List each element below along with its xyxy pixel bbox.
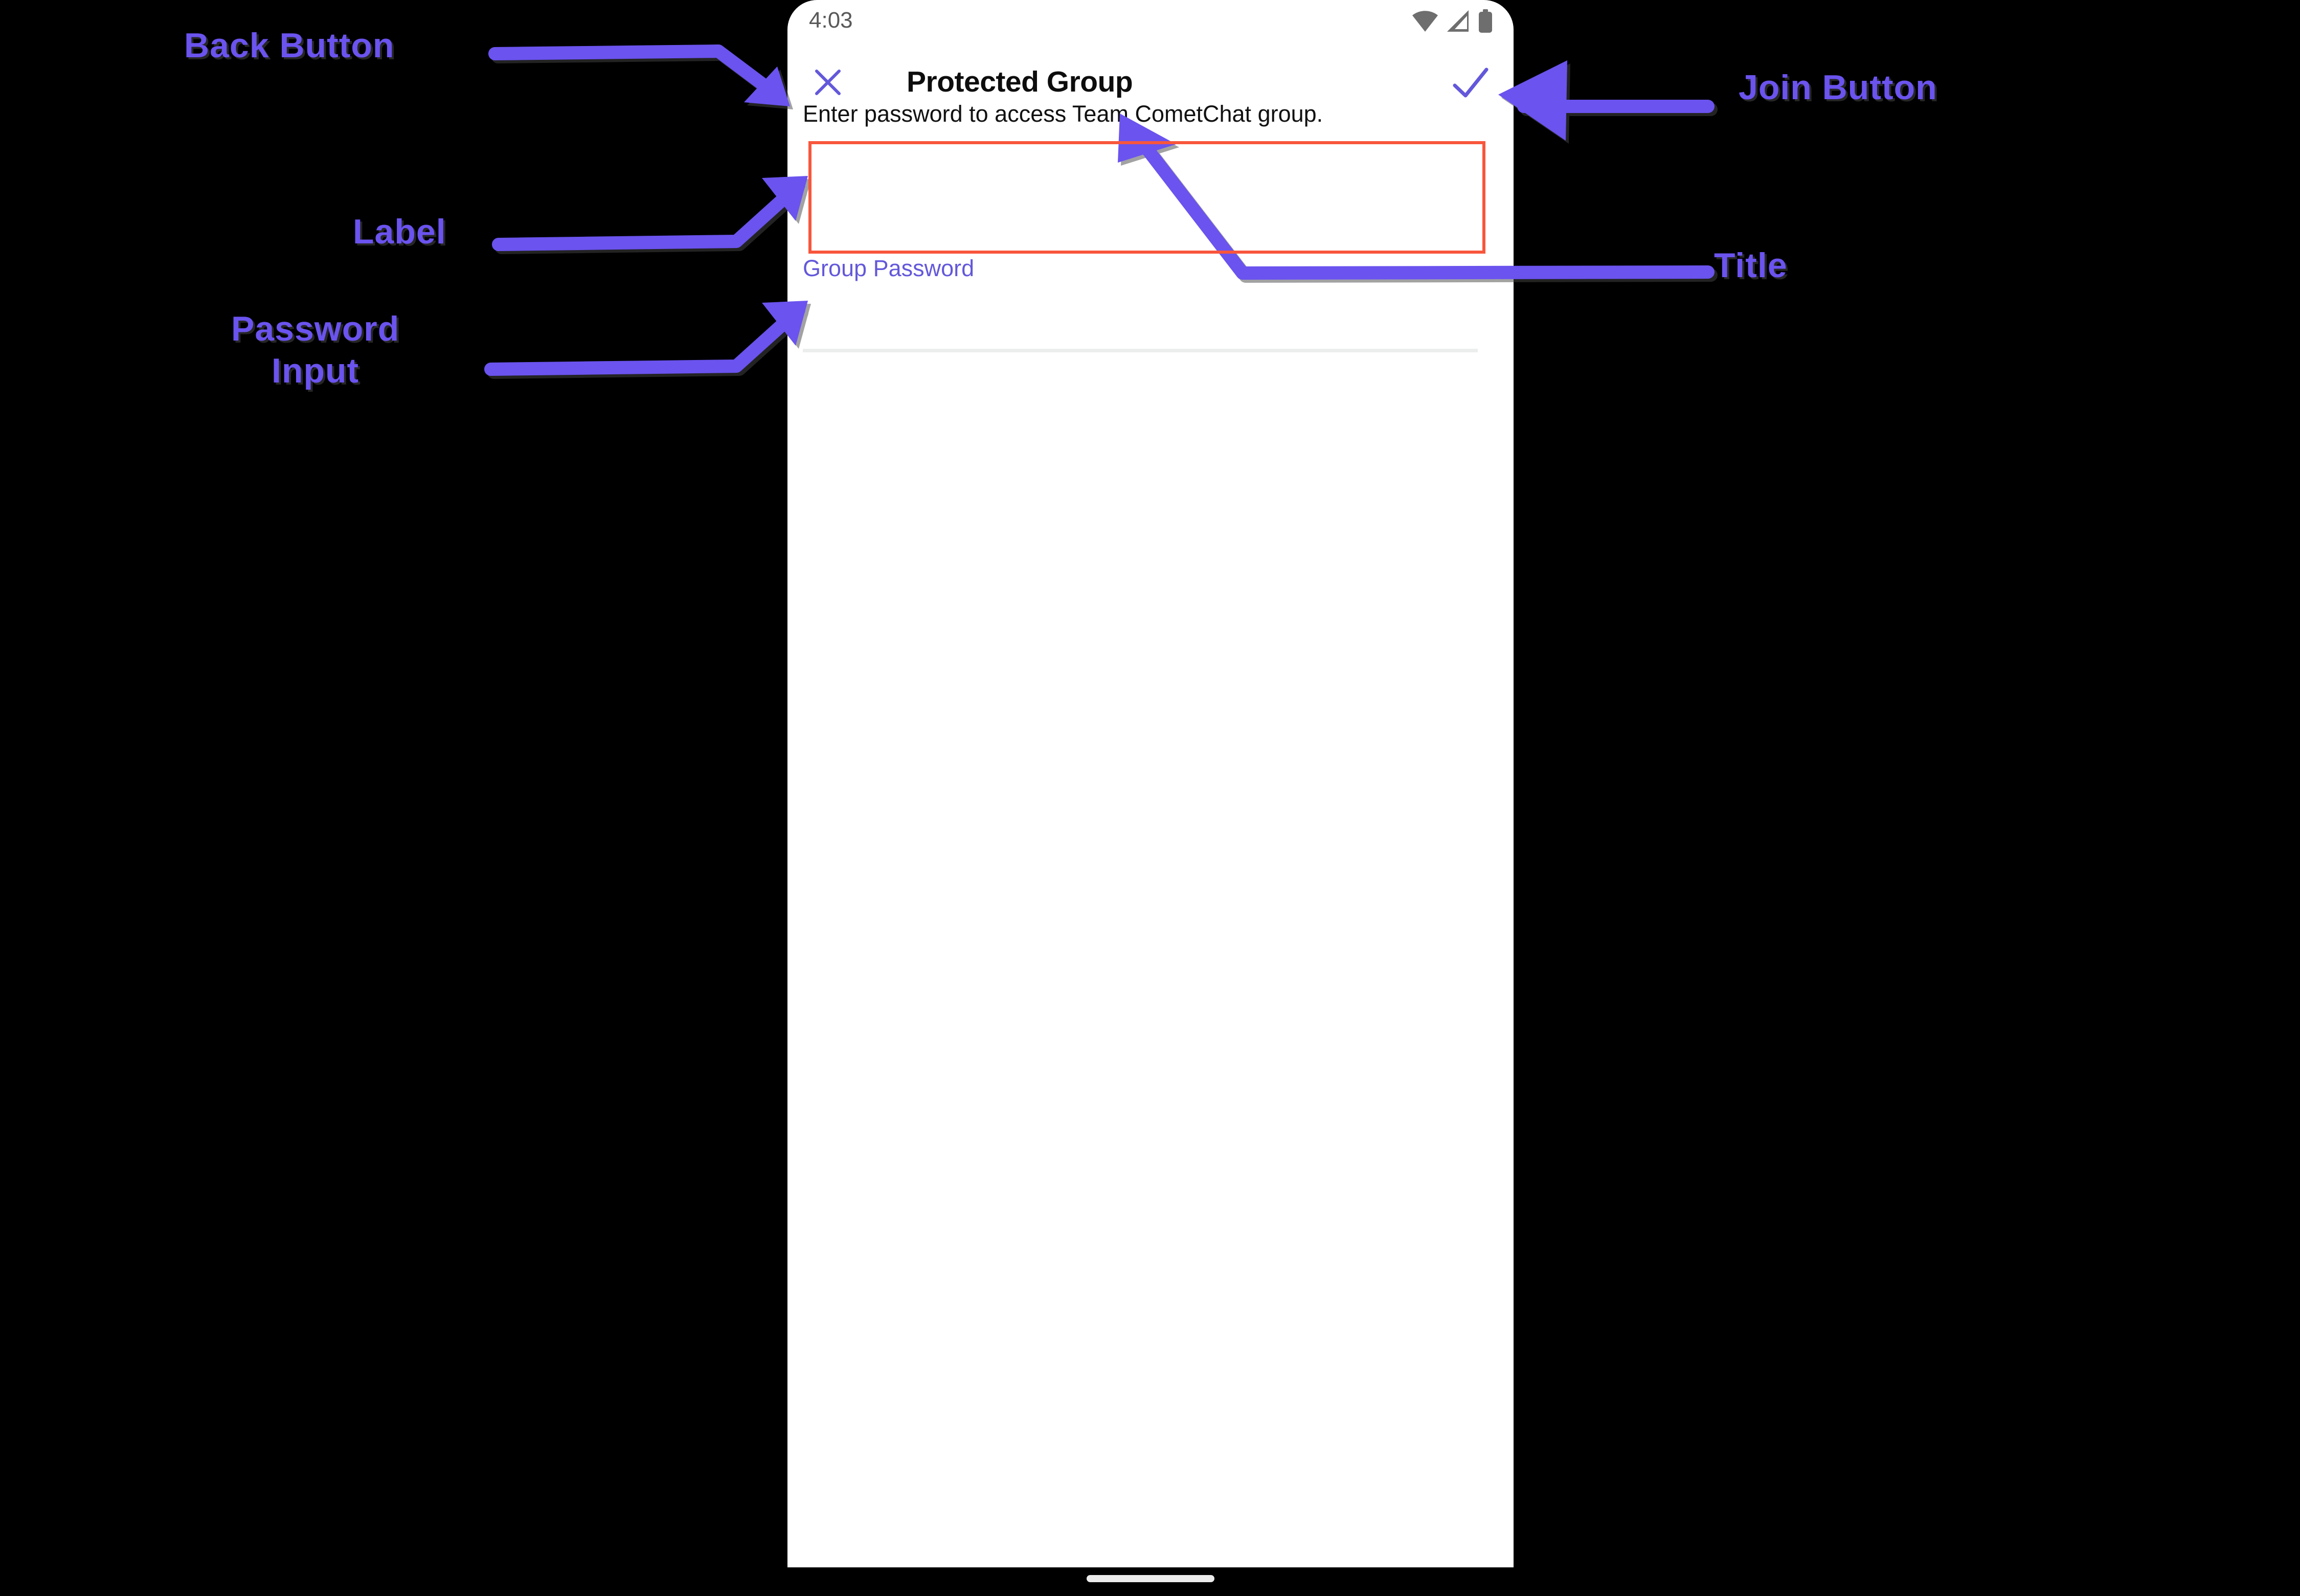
- phone-frame: 4:03: [787, 0, 1514, 1596]
- page-title: Protected Group: [907, 65, 1133, 98]
- arrow-join-button: [1498, 60, 1715, 141]
- cellular-signal-icon: [1447, 10, 1469, 32]
- annotation-password-input: Password Input: [231, 309, 400, 390]
- password-field-underline: [803, 349, 1478, 352]
- close-button[interactable]: [805, 59, 851, 105]
- password-input[interactable]: [803, 299, 1478, 329]
- phone-screen: 4:03: [787, 0, 1514, 1567]
- annotation-back-button: Back Button: [184, 26, 395, 65]
- status-bar: 4:03: [787, 0, 1514, 46]
- arrow-back-button: [488, 44, 790, 106]
- annotation-label: Label: [353, 212, 446, 251]
- description-text: Enter password to access Team CometChat …: [803, 101, 1323, 127]
- arrow-password-input: [484, 301, 808, 376]
- wifi-icon: [1412, 11, 1438, 32]
- close-x-icon: [815, 70, 841, 95]
- status-bar-icons: [1412, 9, 1493, 33]
- arrow-label: [492, 176, 808, 251]
- app-bar: Protected Group: [787, 46, 1514, 113]
- annotation-title: Title: [1714, 246, 1788, 285]
- join-button[interactable]: [1446, 58, 1495, 107]
- home-indicator-pill[interactable]: [1087, 1575, 1214, 1582]
- navigation-bar: [787, 1567, 1514, 1596]
- status-bar-time: 4:03: [809, 8, 853, 33]
- annotation-join-button: Join Button: [1739, 68, 1937, 107]
- checkmark-icon: [1453, 68, 1489, 98]
- battery-icon: [1479, 9, 1492, 33]
- password-field-label: Group Password: [803, 255, 975, 281]
